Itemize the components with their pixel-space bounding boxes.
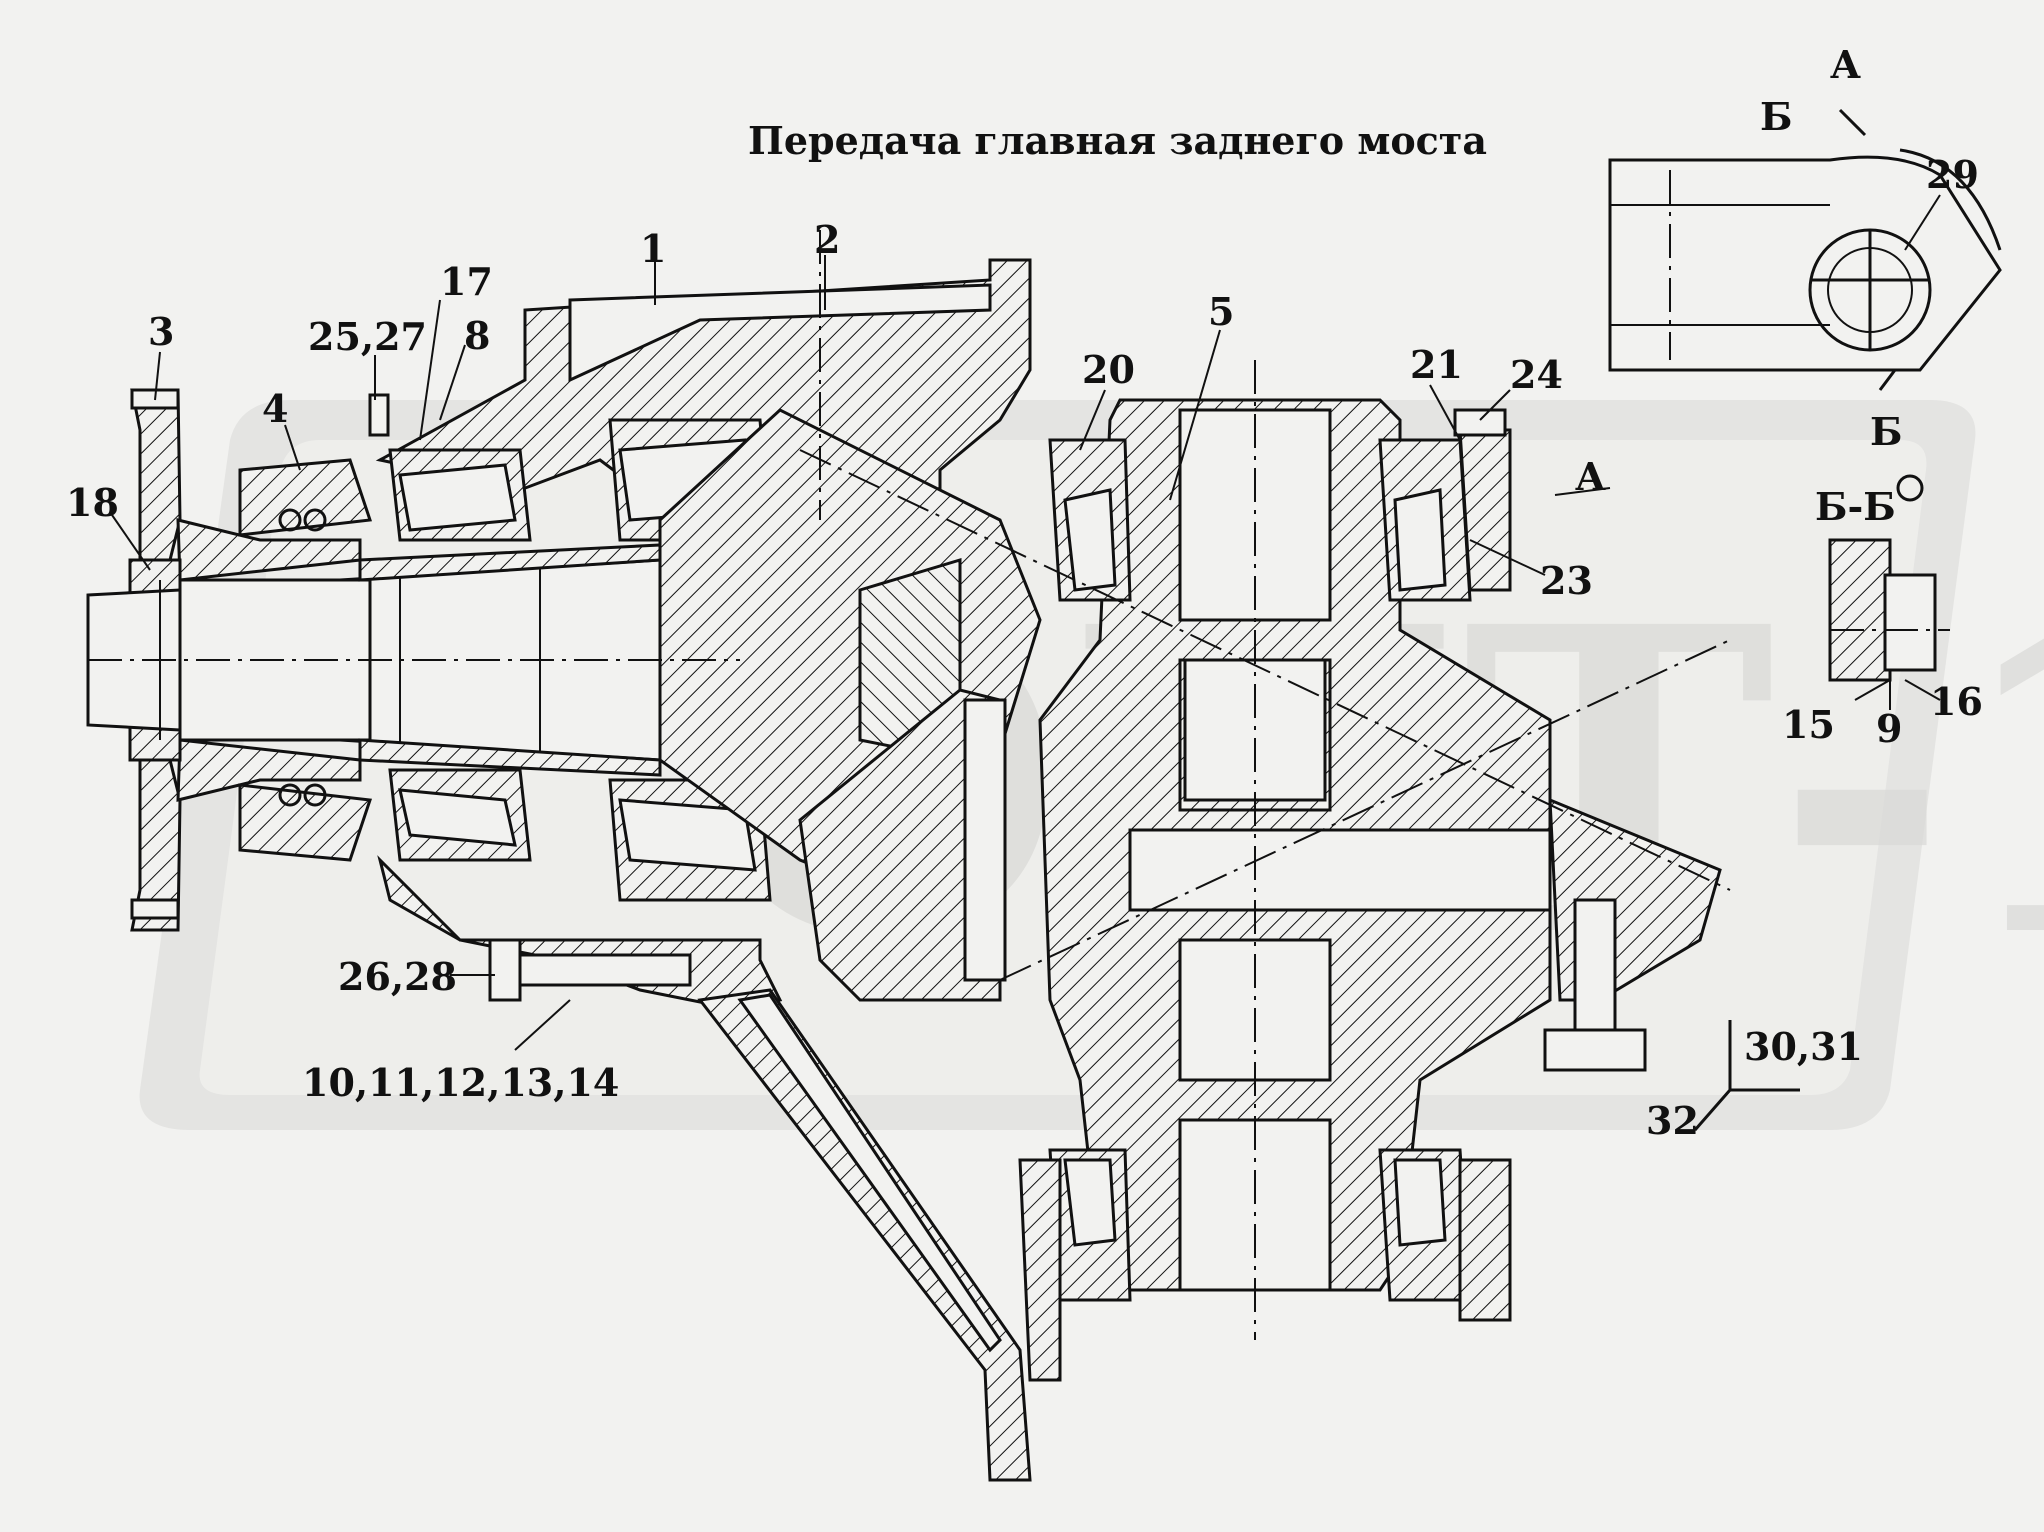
callout-2: 2 (814, 217, 840, 262)
callout-15: 15 (1782, 702, 1835, 747)
callout-21: 21 (1410, 342, 1463, 387)
leader-lines (111, 194, 1941, 1051)
callout-23: 23 (1540, 558, 1593, 603)
callout-3: 3 (148, 309, 174, 354)
view-a-arrow-label: А (1575, 454, 1606, 499)
callout-8: 8 (464, 313, 490, 358)
section-b-bottom-label: Б (1870, 409, 1902, 454)
differential-bearings (1018, 428, 1512, 1382)
callout-17: 17 (440, 259, 493, 304)
callout-29: 29 (1926, 152, 1979, 197)
callout-5: 5 (1208, 289, 1234, 334)
callout-16: 16 (1930, 679, 1983, 724)
callout-24: 24 (1510, 352, 1563, 397)
detail-view-a (1608, 108, 2002, 391)
callout-20: 20 (1082, 347, 1135, 392)
callout-26-28: 26,28 (338, 954, 457, 999)
callout-1: 1 (640, 226, 666, 271)
callout-18: 18 (66, 480, 119, 525)
view-a-title: А (1830, 42, 1861, 87)
section-b-top-label: Б (1760, 94, 1792, 139)
callout-4: 4 (262, 386, 288, 431)
callout-30-31: 30,31 (1744, 1024, 1863, 1069)
callout-25-27: 25,27 (308, 314, 427, 359)
callout-10-14: 10,11,12,13,14 (302, 1060, 619, 1105)
surface-mark (1693, 1020, 1800, 1131)
diagram-title: Передача главная заднего моста (748, 118, 1487, 163)
seal-assembly (238, 458, 373, 862)
callout-32: 32 (1646, 1098, 1699, 1143)
section-b-b (1828, 474, 1950, 682)
centerlines (88, 230, 1731, 1340)
callout-9: 9 (1876, 706, 1902, 751)
section-bb-title: Б-Б (1815, 484, 1896, 529)
bolts (368, 393, 1647, 1072)
callout-labels: А Б Б А Б-Б 1 2 3 4 5 8 9 15 16 17 18 20… (66, 42, 1983, 1143)
